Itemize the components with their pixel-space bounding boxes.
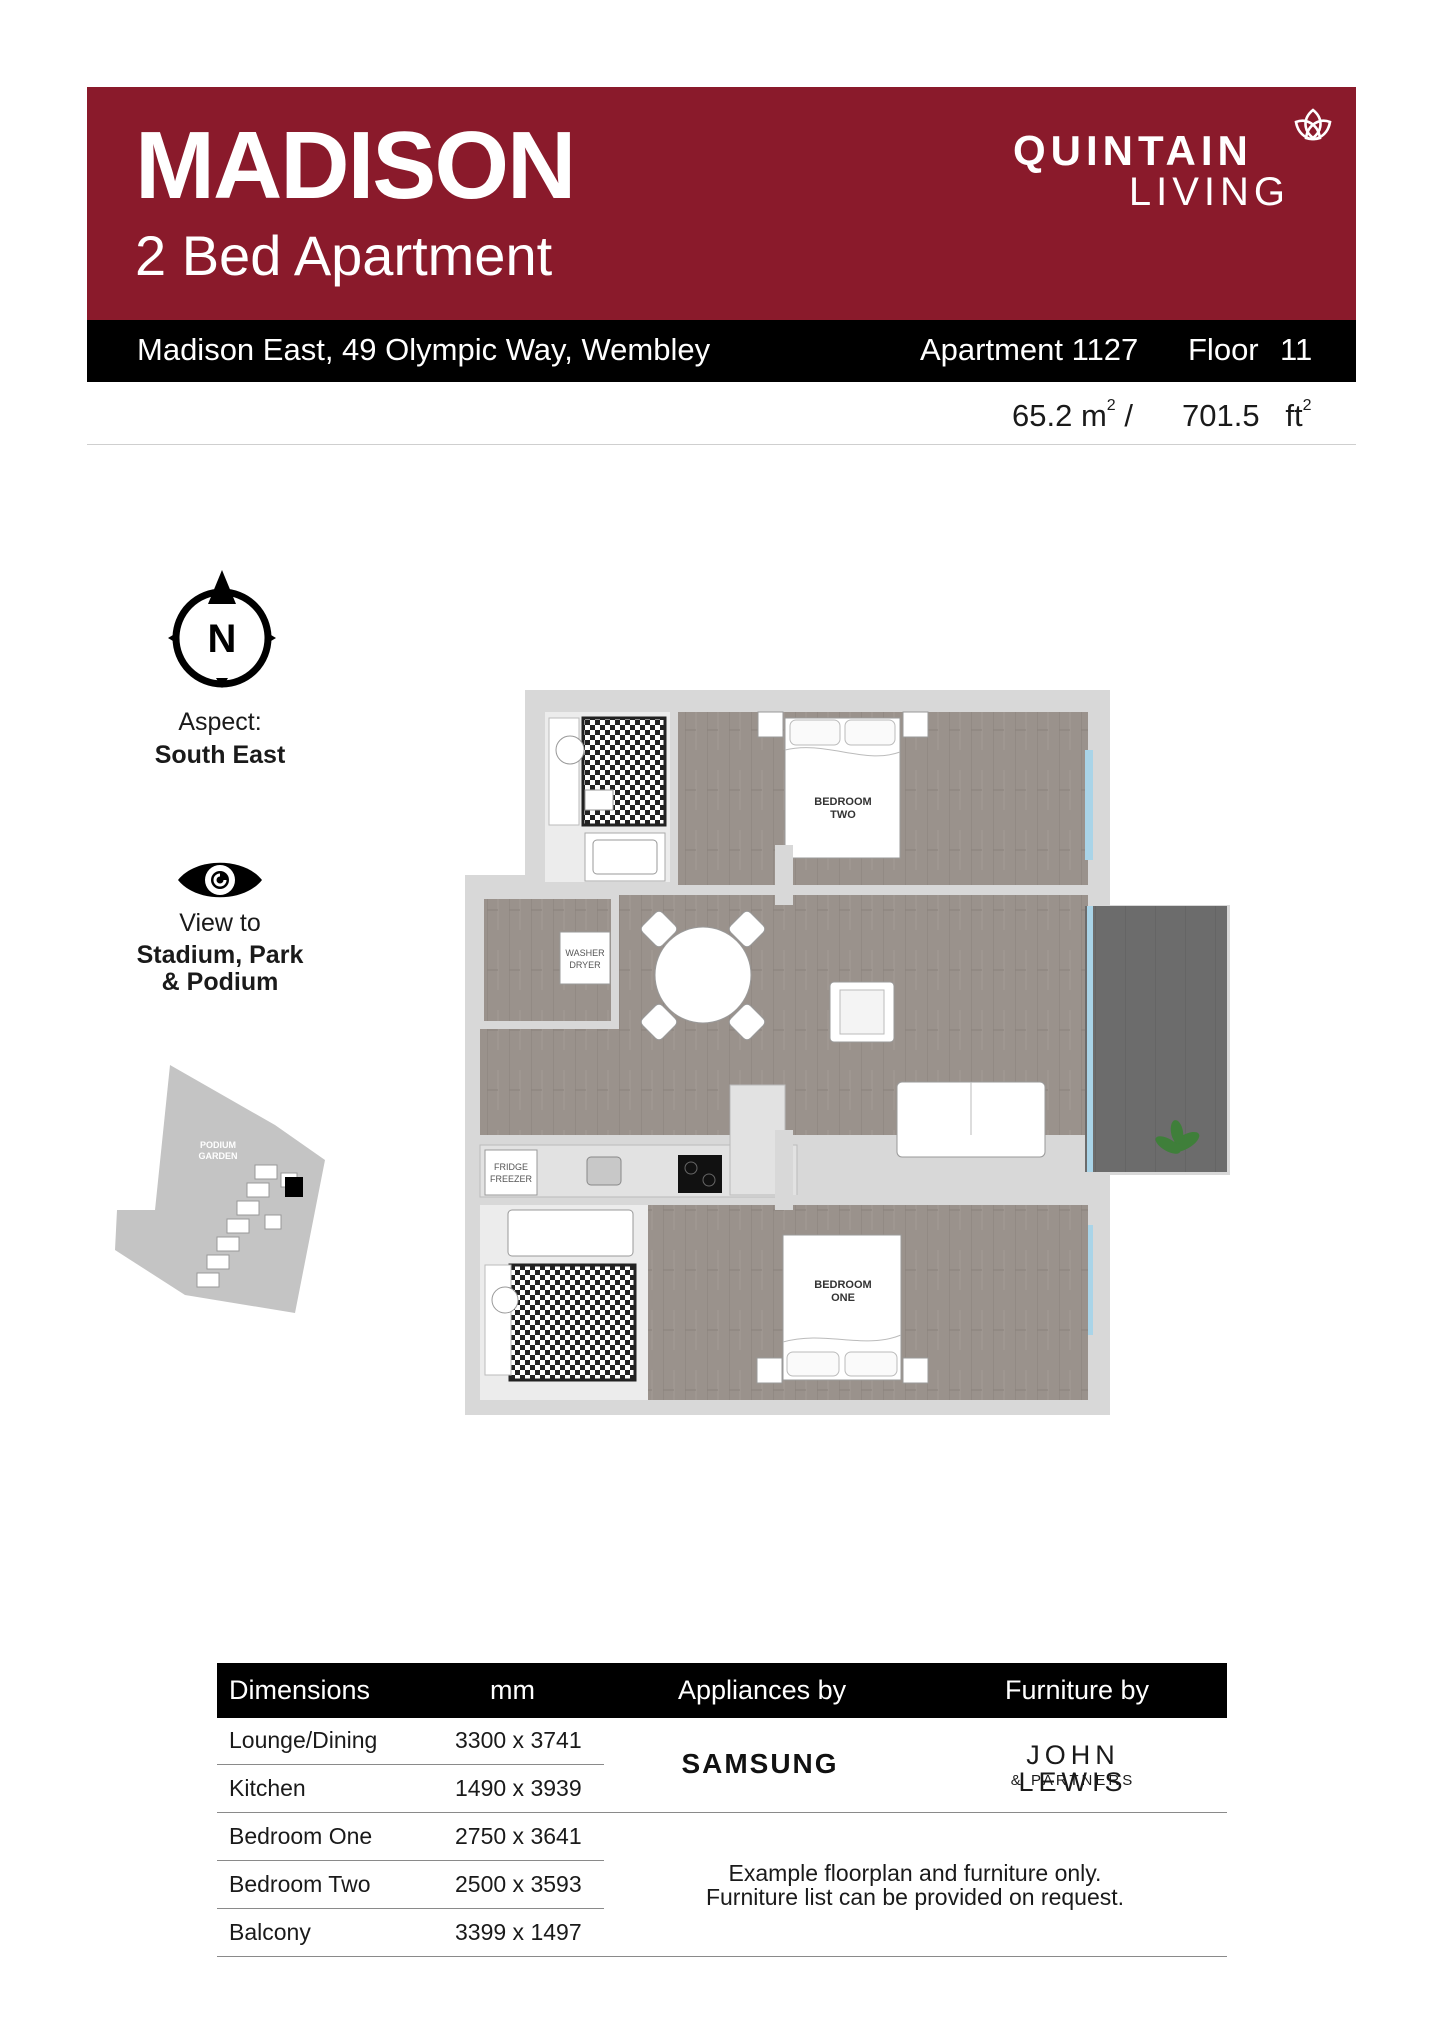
podium-garden-label-line2: GARDEN [198,1151,237,1161]
area-sqm: 65.2 m2 / [1012,397,1133,433]
table-row-divider [217,1764,604,1765]
site-location-map: PODIUM GARDEN [115,1065,325,1313]
column-header-dimensions: Dimensions [229,1675,371,1705]
brand-name-quintain: QUINTAIN [1013,127,1253,174]
aspect-label: Aspect: [178,708,262,736]
column-header-furniture: Furniture by [1005,1675,1150,1705]
table-row-room: Bedroom One [229,1823,373,1849]
table-row-room: Bedroom Two [229,1871,371,1897]
header-divider [87,444,1356,445]
table-bottom-rule [217,1956,1227,1957]
washer-dryer-label-line2: DRYER [569,960,601,970]
table-row-divider [217,1812,1227,1813]
table-row-room: Balcony [229,1919,311,1945]
aspect-value: South East [154,741,286,769]
fridge-freezer-label-line1: FRIDGE [494,1162,528,1172]
apartment-location-marker [285,1177,303,1197]
table-row-mm: 2500 x 3593 [455,1871,582,1897]
eye-icon [178,862,262,898]
table-row-mm: 3300 x 3741 [455,1727,582,1753]
bedroom-two-label-line1: BEDROOM [814,796,871,808]
column-header-mm: mm [490,1675,535,1705]
view-value-line2: & Podium [161,968,279,996]
apartment-number: Apartment 1127 [920,332,1139,367]
building-address: Madison East, 49 Olympic Way, Wembley [137,332,711,367]
floor-value: 11 [1280,332,1313,367]
apartment-floorplan: WASHER DRYER FRIDGE FREEZER BEDROOM TWO [465,690,1230,1415]
table-row-mm: 1490 x 3939 [455,1775,582,1801]
compass-north-icon: N [168,570,276,688]
samsung-logo: SAMSUNG [681,1748,838,1778]
table-row-room: Kitchen [229,1775,306,1801]
disclaimer-line1: Example floorplan and furniture only. [728,1860,1102,1886]
furniture-brand-line1: JOHN LEWIS [1018,1740,1128,1797]
page-subtitle: 2 Bed Apartment [135,224,553,287]
table-header-row [217,1663,1227,1718]
view-label: View to [179,909,261,937]
quintain-logo-icon [1294,108,1332,141]
area-sqft: 701.5 ft2 [1182,397,1312,433]
page-title: MADISON [135,112,576,219]
table-row-room: Lounge/Dining [229,1727,378,1753]
floor-label: Floor [1188,332,1259,367]
washer-dryer-label-line1: WASHER [565,948,605,958]
table-row-divider [217,1860,604,1861]
fridge-freezer-label-line2: FREEZER [490,1174,533,1184]
bedroom-two-label-line2: TWO [830,809,856,821]
address-bar [87,320,1356,382]
table-row-mm: 3399 x 1497 [455,1919,582,1945]
bedroom-one-label-line1: BEDROOM [814,1279,871,1291]
column-header-appliances: Appliances by [678,1675,847,1705]
bedroom-one-label-line2: ONE [831,1292,855,1304]
furniture-brand-line2: & PARTNERS [1010,1772,1136,1789]
compass-letter: N [208,617,237,661]
brand-name-living: LIVING [1128,170,1290,214]
header-banner [87,87,1356,320]
view-value-line1: Stadium, Park [136,941,304,969]
plant-icon [1155,1120,1200,1154]
podium-garden-label-line1: PODIUM [200,1140,236,1150]
disclaimer-line2: Furniture list can be provided on reques… [705,1884,1125,1910]
table-row-mm: 2750 x 3641 [455,1823,582,1849]
table-row-divider [217,1908,604,1909]
appliances-brand: SAMSUNG [681,1748,838,1778]
